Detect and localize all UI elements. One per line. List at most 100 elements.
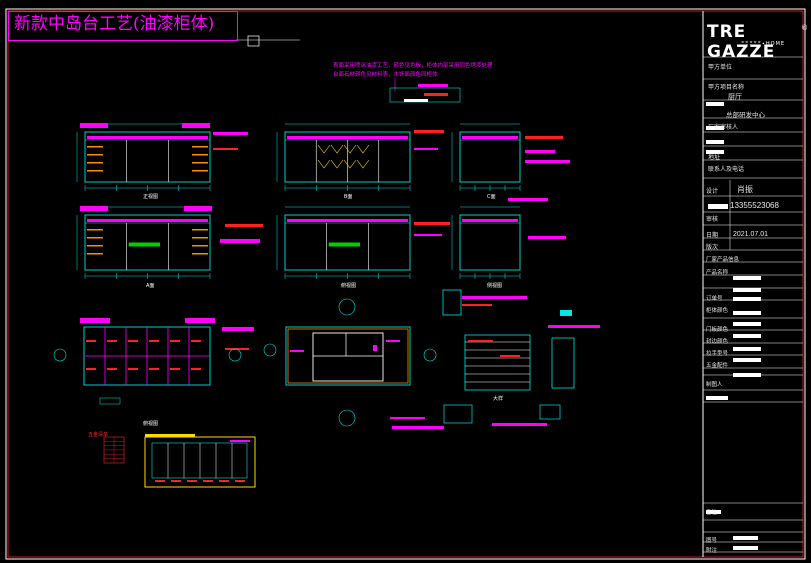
drawing-title-frame	[8, 11, 238, 41]
section-a-flag	[80, 206, 108, 211]
tb-location-label: 地址	[708, 155, 721, 161]
section-a-elevation-shelf-line	[87, 237, 103, 239]
section-c-elevation-countertop-band	[462, 136, 518, 139]
plan-flag	[80, 318, 110, 323]
front-elevation-body	[84, 131, 211, 183]
section-a-flag	[184, 206, 212, 211]
section-b-drawer-mark	[356, 144, 370, 154]
hardware-detail-marker	[219, 480, 229, 482]
section-a-elevation-shelf-line	[192, 237, 208, 239]
section-b-elevation-countertop-band	[287, 136, 408, 139]
section-b-drawer-mark	[317, 144, 331, 154]
front-callout	[213, 132, 248, 135]
section-a-elevation-body	[84, 214, 211, 271]
tb-client-label: 甲方项目名称	[708, 85, 745, 91]
detail-callout	[390, 417, 425, 419]
view-label-front: 正视图	[143, 194, 159, 200]
middle-section-marker	[263, 343, 277, 357]
middle-plan-marker	[373, 345, 377, 351]
title-block-value-box	[706, 510, 721, 514]
section-c-callout	[525, 136, 563, 139]
front-label-flag	[80, 123, 108, 128]
front-elevation-shelf-line	[192, 162, 208, 164]
hardware-detail-marker	[155, 480, 165, 482]
tb-sheet-label: 图号	[706, 538, 718, 544]
view-label-section-c: C面	[487, 194, 496, 200]
plan-view-marker	[191, 368, 201, 370]
middle-plan-inner	[287, 328, 409, 384]
view-label-section-a: A面	[146, 283, 155, 289]
annotation-note-2: 台面石材颜色见材料表，木饰面颜色同柜体	[333, 72, 438, 78]
title-block-value-box	[733, 334, 761, 338]
drawing-title: 新款中岛台工艺(油漆柜体)	[14, 14, 215, 34]
middle-section-marker	[338, 409, 356, 427]
detail-marker	[468, 340, 493, 342]
section-a-elevation-shelf-line	[87, 253, 103, 255]
front-callout	[213, 148, 238, 150]
tb-door-label: 门板颜色	[706, 327, 729, 333]
middle-plan-outer	[285, 326, 411, 386]
view-label-section-b: B面	[344, 194, 353, 200]
middle-plan-marker	[386, 340, 400, 342]
plan-section-marker	[228, 348, 242, 362]
tb-handle-label: 拉手型号	[706, 351, 729, 357]
title-block-value-box	[733, 311, 761, 315]
title-block-value-box	[733, 297, 761, 301]
section-a-elevation-shelf-line	[87, 229, 103, 231]
section-a-elevation-shelf-line	[192, 253, 208, 255]
hardware-detail-marker	[171, 480, 181, 482]
section-a-elevation-shelf-line	[192, 229, 208, 231]
title-block-value-box	[733, 546, 758, 550]
tb-design-center: 总部研发中心	[726, 112, 765, 119]
plan-view-marker	[128, 340, 138, 342]
section-b-callout	[414, 130, 444, 133]
tb-reviewer-label: 厂家审核人	[708, 125, 739, 131]
top-callout	[414, 234, 442, 236]
annotation-highlight	[404, 99, 428, 102]
title-block-value-box	[733, 358, 761, 362]
section-b-drawer-mark	[356, 159, 370, 169]
tb-notes-label: 备注	[706, 510, 718, 516]
tb-project-label: 甲方单位	[708, 65, 733, 71]
section-a-elevation-shelf-line	[87, 245, 103, 247]
plan-view-marker	[191, 340, 201, 342]
title-block-value-box	[708, 204, 728, 209]
middle-section-marker	[423, 348, 437, 362]
detail-marker	[500, 355, 520, 357]
title-block-value-box	[733, 347, 761, 351]
hardware-detail-tab	[145, 434, 195, 437]
detail-box-4	[443, 404, 473, 424]
tb-drawn-label: 制图人	[706, 382, 723, 388]
front-elevation-shelf-line	[87, 154, 103, 156]
tb-check-label: 审核	[706, 217, 719, 223]
inner-frame	[7, 10, 804, 558]
detail-callout	[462, 304, 492, 306]
title-leader-box	[247, 35, 260, 47]
tb-date-label: 日期	[706, 233, 719, 239]
tb-date-value: 2021.07.01	[733, 231, 769, 238]
front-elevation-shelf-line	[87, 146, 103, 148]
tb-color-label: 柜体颜色	[706, 308, 729, 314]
hardware-detail-body	[151, 442, 248, 479]
detail-table-title: 五金清单	[88, 432, 109, 438]
plan-section-marker	[53, 348, 67, 362]
plan-view-marker	[86, 340, 96, 342]
title-block-value-box	[733, 373, 761, 377]
plan-view-marker	[170, 340, 180, 342]
hardware-detail-frame	[144, 436, 256, 488]
section-a-elevation-handle-bar	[128, 242, 160, 247]
tb-designer-label: 设计	[706, 189, 719, 195]
title-block-value-box	[706, 102, 724, 106]
front-elevation-shelf-line	[87, 162, 103, 164]
detail-callout	[462, 296, 527, 299]
tb-product-info-label: 厂家产品信息	[706, 257, 740, 263]
front-elevation-shelf-line	[87, 170, 103, 172]
middle-plan-marker	[290, 350, 304, 352]
title-block-value-box	[733, 322, 761, 326]
side-callout	[528, 236, 566, 239]
tb-hardware-label: 五金配件	[706, 363, 729, 369]
section-c-callout	[525, 150, 555, 153]
tb-edge-label: 封边颜色	[706, 339, 729, 345]
